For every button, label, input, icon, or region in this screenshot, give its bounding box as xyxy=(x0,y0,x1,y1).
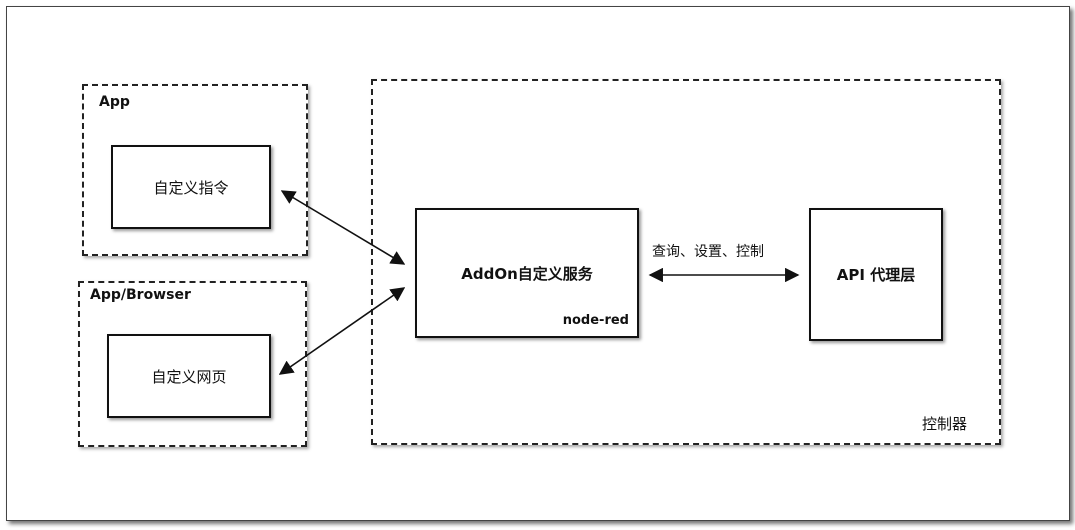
query-set-control-label: 查询、设置、控制 xyxy=(652,244,764,260)
addon-service-label: AddOn自定义服务 xyxy=(461,264,593,283)
controller-group-label: 控制器 xyxy=(922,415,968,433)
custom-command-label: 自定义指令 xyxy=(153,178,229,197)
addon-service-node: AddOn自定义服务 node-red xyxy=(415,208,639,338)
node-red-label: node-red xyxy=(562,313,629,328)
command-addon-connector xyxy=(280,190,406,265)
custom-webpage-node: 自定义网页 xyxy=(107,334,271,418)
webpage-addon-connector xyxy=(278,287,406,375)
api-proxy-label: API 代理层 xyxy=(836,266,916,284)
app-group-label: App xyxy=(99,94,130,110)
browser-group-label: App/Browser xyxy=(90,287,191,303)
api-proxy-node: API 代理层 xyxy=(809,208,943,341)
custom-webpage-label: 自定义网页 xyxy=(151,367,227,386)
custom-command-node: 自定义指令 xyxy=(111,145,271,229)
